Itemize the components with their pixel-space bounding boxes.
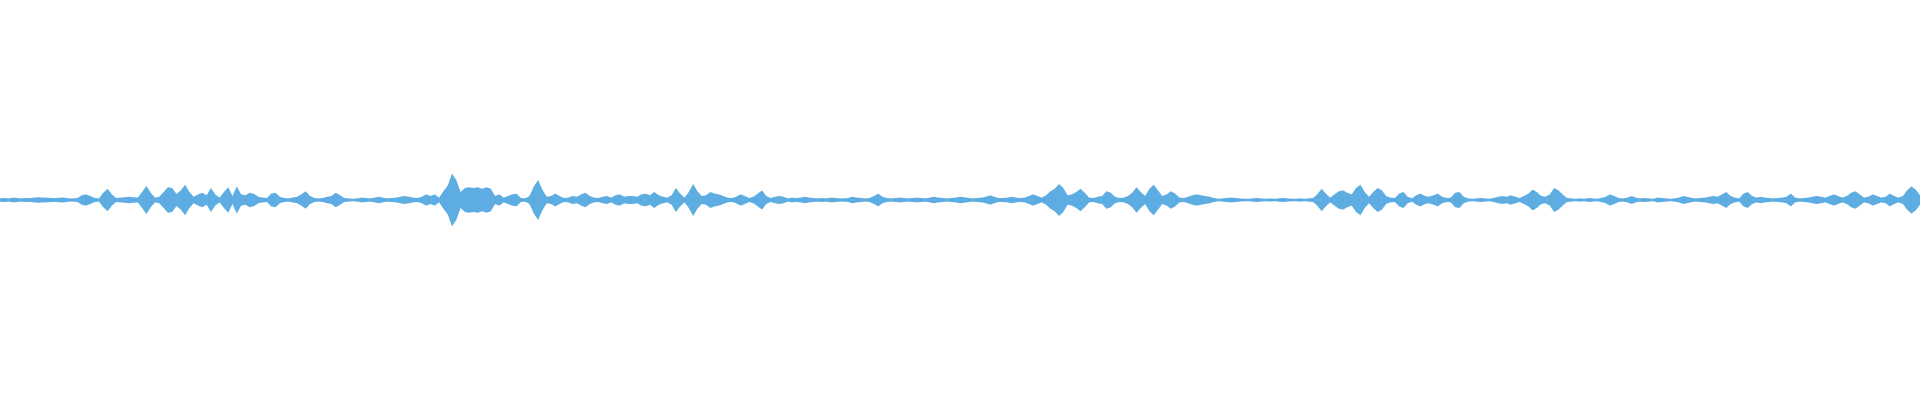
waveform-shape [0, 173, 1920, 227]
